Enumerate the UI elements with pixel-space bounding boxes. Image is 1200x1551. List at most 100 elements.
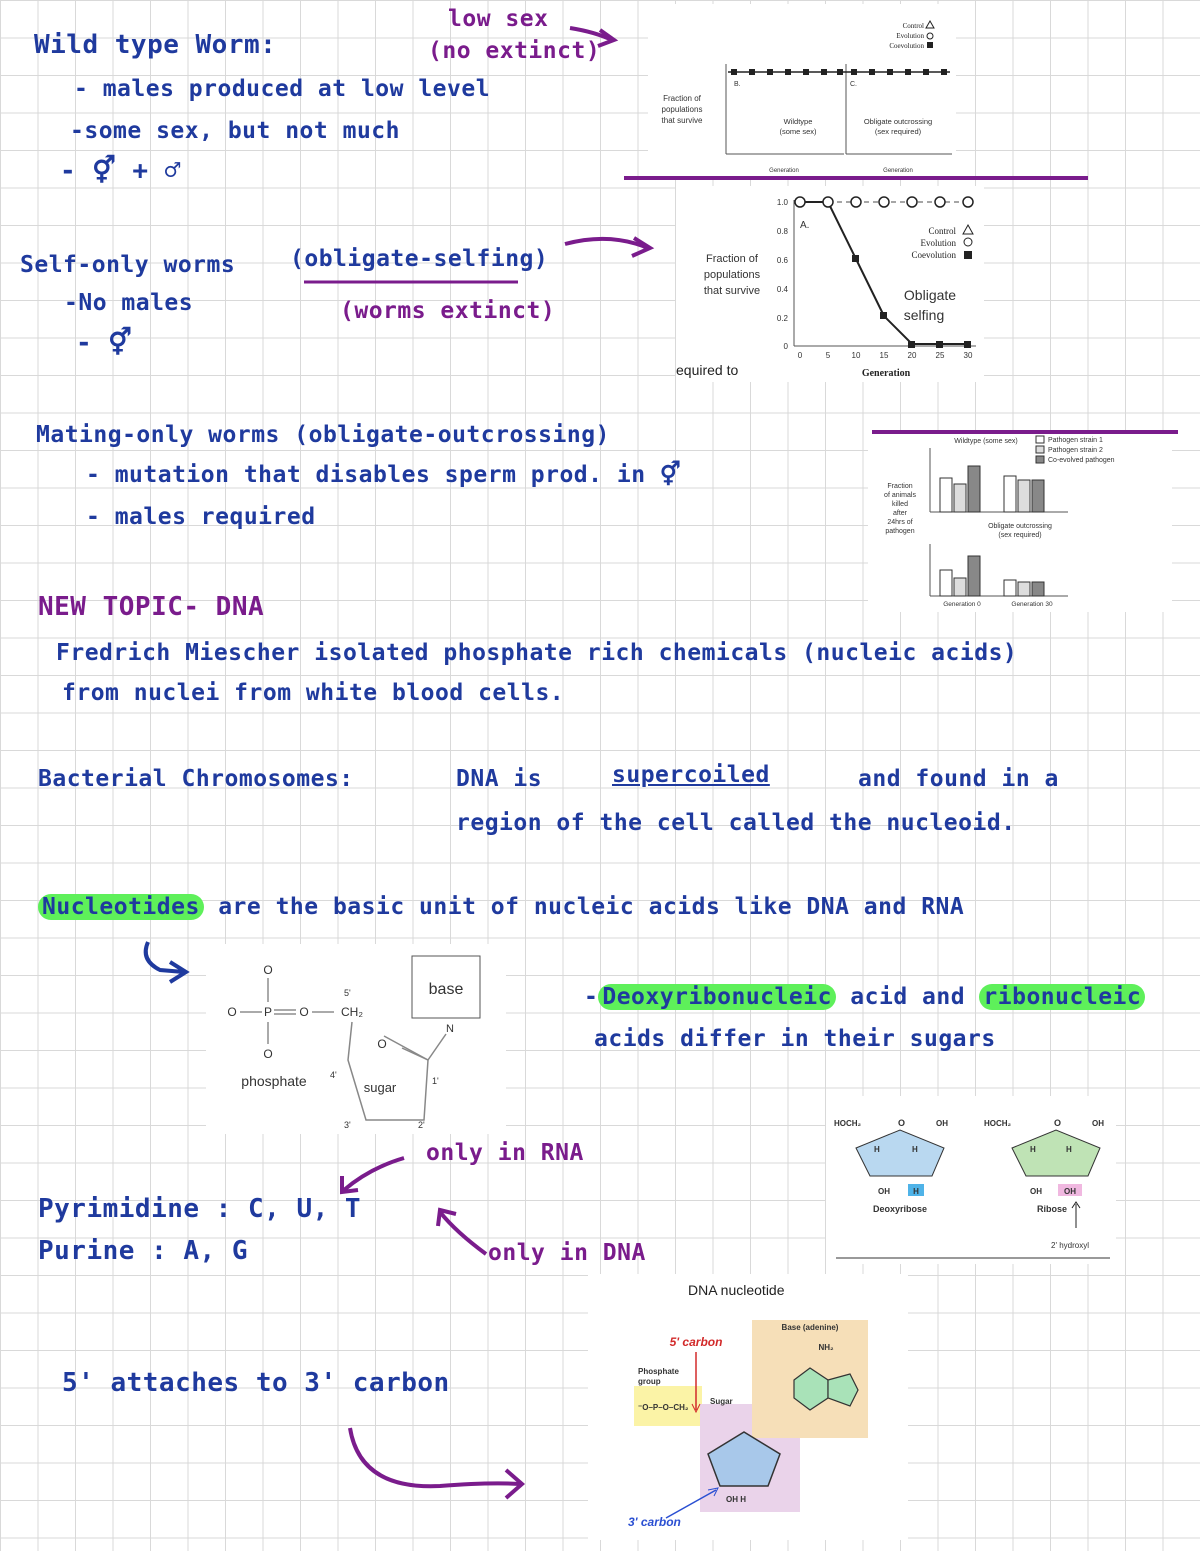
svg-text:that survive: that survive — [662, 116, 703, 125]
survival-chart-a: Fraction of populations that survive 1.0… — [704, 196, 976, 379]
svg-text:H: H — [1030, 1145, 1036, 1154]
bacterial-label: Bacterial Chromosomes: — [38, 766, 354, 792]
sugars-line-2: acids differ in their sugars — [594, 1026, 996, 1052]
svg-text:0: 0 — [798, 351, 803, 360]
ylabel-part: Fraction of — [663, 94, 702, 103]
deoxyribose-label: Deoxyribose — [873, 1204, 927, 1214]
bottom-bars — [939, 555, 1045, 597]
svg-text:of animals: of animals — [884, 492, 916, 499]
phosphate-label: phosphate — [241, 1073, 307, 1089]
svg-text:Fraction: Fraction — [887, 483, 912, 490]
svg-text:25: 25 — [936, 351, 945, 360]
only-rna-annotation: only in RNA — [426, 1140, 584, 1166]
control-points — [794, 196, 974, 208]
figure-pathogen-kill: Wildtype (some sex) Pathogen strain 1 Pa… — [868, 434, 1172, 612]
svg-text:⁻O–P–O–CH₂: ⁻O–P–O–CH₂ — [638, 1403, 689, 1412]
legend-control: Control — [928, 226, 956, 236]
panel-b-label: B. — [734, 81, 741, 88]
legend-coevolution: Coevolution — [889, 42, 924, 50]
legend-strain2: Pathogen strain 2 — [1048, 447, 1103, 454]
svg-text:OH: OH — [936, 1119, 948, 1128]
svg-text:Obligate outcrossing: Obligate outcrossing — [864, 117, 932, 126]
svg-text:0.4: 0.4 — [777, 285, 789, 294]
miescher-line-1: Fredrich Miescher isolated phosphate ric… — [56, 640, 1018, 666]
arrow-only-rna-head — [340, 1176, 359, 1195]
top-panel-label: Wildtype (some sex) — [954, 438, 1017, 445]
selfonly-bullet-1: -No males — [64, 290, 194, 316]
wildtype-bullet-2: -some sex, but not much — [70, 118, 400, 144]
svg-text:H: H — [1066, 1145, 1072, 1154]
figure-survival-wildtype-outcrossing: Control Evolution Coevolution Fraction o… — [648, 4, 956, 176]
svg-text:pathogen: pathogen — [885, 528, 914, 535]
nucleotide-structure-diagram: O O P O O CH₂ phosphate 5' O sugar 4' 3'… — [227, 955, 481, 1130]
bacterial-line-2: region of the cell called the nucleoid. — [456, 810, 1016, 836]
deoxy-h: H — [913, 1187, 919, 1196]
pathogen-bar-chart: Wildtype (some sex) Pathogen strain 1 Pa… — [884, 435, 1115, 608]
legend-triangle-icon — [925, 19, 935, 29]
svg-text:OH: OH — [878, 1187, 890, 1196]
carbon-4-label: 4' — [330, 1070, 337, 1080]
svg-text:O: O — [1054, 1118, 1061, 1128]
svg-text:1.0: 1.0 — [777, 198, 789, 207]
svg-text:HOCH₂: HOCH₂ — [834, 1119, 862, 1128]
legend-circle-icon — [926, 32, 934, 40]
legend-coevolution: Coevolution — [912, 250, 957, 260]
x-ticks: 0 5 10 15 20 25 30 — [798, 351, 973, 360]
arrow-nucleotide — [143, 941, 185, 974]
ring-oxygen: O — [377, 1037, 386, 1051]
wildtype-annotation-1: low sex — [448, 6, 549, 32]
nh2-label: NH₂ — [818, 1343, 834, 1352]
svg-text:Wildtype: Wildtype — [784, 117, 813, 126]
carbon-5-label: 5' — [344, 988, 351, 998]
svg-text:selfing: selfing — [904, 307, 944, 323]
phosphate-o-bottom: O — [263, 1047, 272, 1061]
svg-text:HOCH₂: HOCH₂ — [984, 1119, 1012, 1128]
selfonly-annotation: (worms extinct) — [340, 298, 556, 324]
svg-text:populations: populations — [704, 269, 761, 281]
ribose-oh-highlight — [1058, 1184, 1082, 1196]
figure-survival-selfing: Fraction of populations that survive 1.0… — [676, 186, 984, 382]
legend-strain1-swatch — [1035, 435, 1045, 444]
xlabel-a: Generation — [862, 368, 911, 379]
figure-nucleotide-structure: O O P O O CH₂ phosphate 5' O sugar 4' 3'… — [206, 944, 506, 1134]
deoxyribonucleic-term: Deoxyribonucleic — [598, 984, 836, 1010]
pyrimidine-line: Pyrimidine : C, U, T — [38, 1194, 362, 1224]
survival-points-bc — [731, 69, 947, 75]
svg-text:H: H — [874, 1145, 880, 1154]
arrow-only-rna — [342, 1156, 405, 1192]
base-label: Base (adenine) — [782, 1323, 839, 1332]
matingonly-bullet-2: - males required — [86, 504, 316, 530]
svg-text:OH: OH — [1030, 1187, 1042, 1196]
wildtype-heading: Wild type Worm: — [34, 30, 277, 60]
svg-text:H: H — [912, 1145, 918, 1154]
matingonly-bullet-1: - mutation that disables sperm prod. in … — [86, 462, 682, 488]
svg-text:10: 10 — [852, 351, 861, 360]
sugar-ring — [347, 1021, 429, 1121]
svg-text:populations: populations — [662, 105, 703, 114]
y-ticks: 1.0 0.8 0.6 0.4 0.2 0 — [777, 198, 789, 351]
arrow-selfing — [564, 236, 649, 250]
legend-strain2-swatch — [1035, 445, 1045, 454]
svg-text:5: 5 — [826, 351, 831, 360]
deoxyribose-ring — [855, 1129, 945, 1177]
survival-chart-bc: Control Evolution Coevolution Fraction o… — [662, 19, 952, 174]
bacterial-text-1: DNA is — [456, 766, 543, 792]
svg-text:Fraction of: Fraction of — [706, 253, 759, 265]
selfonly-bullet-2: - ⚥ — [76, 328, 133, 358]
svg-text:30: 30 — [964, 351, 973, 360]
svg-text:0.8: 0.8 — [777, 227, 789, 236]
legend-evolution: Evolution — [896, 32, 924, 40]
sugar-label: Sugar — [710, 1397, 733, 1406]
ribonucleic-term: ribonucleic — [979, 984, 1146, 1010]
arrow-only-dna — [438, 1210, 488, 1256]
arrow-only-dna-head — [436, 1207, 457, 1227]
base-nitrogen: N — [446, 1023, 454, 1035]
svg-text:24hrs of: 24hrs of — [887, 519, 912, 526]
nucleotides-line: Nucleotides are the basic unit of nuclei… — [38, 894, 964, 920]
deoxy-h-highlight — [908, 1184, 924, 1196]
carbon-3-label: 3' — [344, 1120, 351, 1130]
purine-ring-2 — [827, 1373, 859, 1407]
ribose-ring — [1011, 1129, 1101, 1177]
xlabel-b: Generation — [769, 168, 799, 174]
